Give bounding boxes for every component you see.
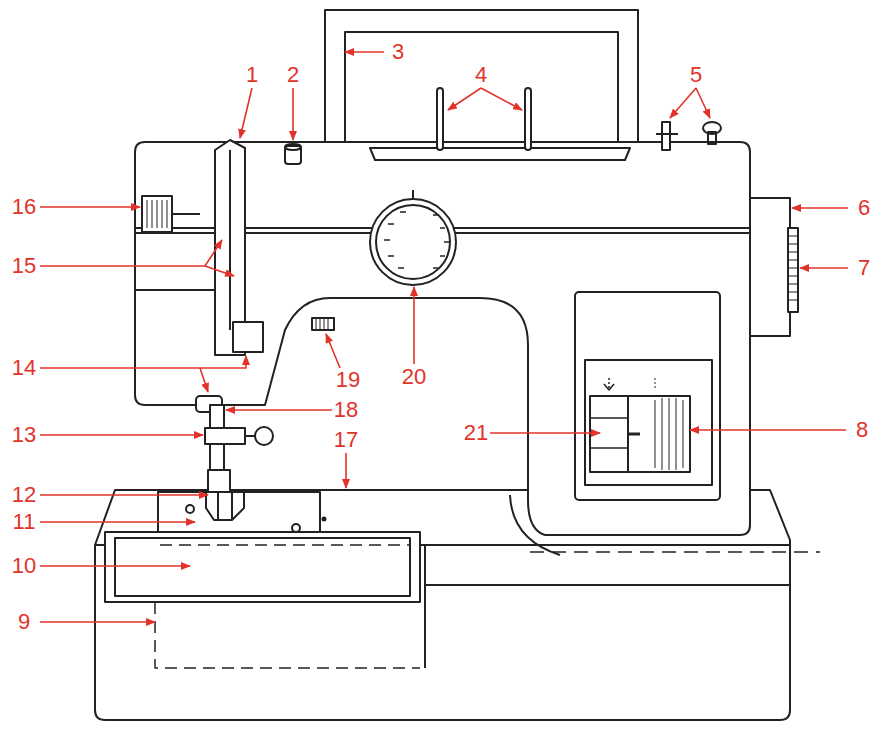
callout-number: 20 [400, 365, 428, 389]
callout-number: 4 [473, 63, 489, 87]
callout-number: 19 [334, 368, 362, 392]
callout-number: 6 [856, 196, 872, 220]
callout-number: 7 [856, 256, 872, 280]
callout-number: 16 [10, 195, 38, 219]
callout-number: 3 [390, 40, 406, 64]
callout-number: 12 [10, 483, 38, 507]
callout-number: 10 [10, 554, 38, 578]
callout-number: 11 [11, 510, 38, 534]
callout-number: 14 [10, 356, 38, 380]
callout-number: 9 [16, 610, 32, 634]
callout-number: 13 [10, 423, 38, 447]
callout-number: 15 [10, 254, 38, 278]
callout-number: 8 [854, 418, 870, 442]
callout-number: 2 [285, 63, 301, 87]
leader-lines [40, 52, 848, 622]
callout-number: 21 [462, 421, 490, 445]
callout-number: 18 [332, 398, 360, 422]
callout-number: 17 [332, 428, 360, 452]
callout-number: 1 [244, 63, 260, 87]
callout-number: 5 [688, 63, 704, 87]
